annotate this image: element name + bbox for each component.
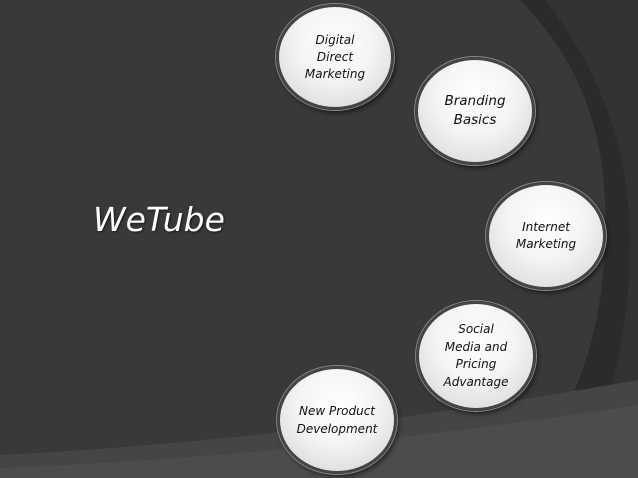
node-internet-marketing: Internet Marketing xyxy=(486,182,606,290)
node-label: Social Media and Pricing Advantage xyxy=(443,322,509,389)
node-label: New Product Development xyxy=(296,404,378,436)
node-label: Digital Direct Marketing xyxy=(304,32,366,81)
node-branding-basics: Branding Basics xyxy=(415,57,535,165)
node-label: Branding Basics xyxy=(444,93,506,128)
arc-band-right-inner xyxy=(545,0,638,478)
arc-band-bottom-inner xyxy=(0,405,638,478)
node-label: Internet Marketing xyxy=(515,220,577,251)
node-digital-direct-marketing: Digital Direct Marketing xyxy=(276,4,394,110)
node-new-product-development: New Product Development xyxy=(277,366,397,474)
arc-band-right xyxy=(470,0,638,478)
slide-title: WeTube xyxy=(93,200,225,239)
node-social-media-pricing: Social Media and Pricing Advantage xyxy=(416,301,536,411)
